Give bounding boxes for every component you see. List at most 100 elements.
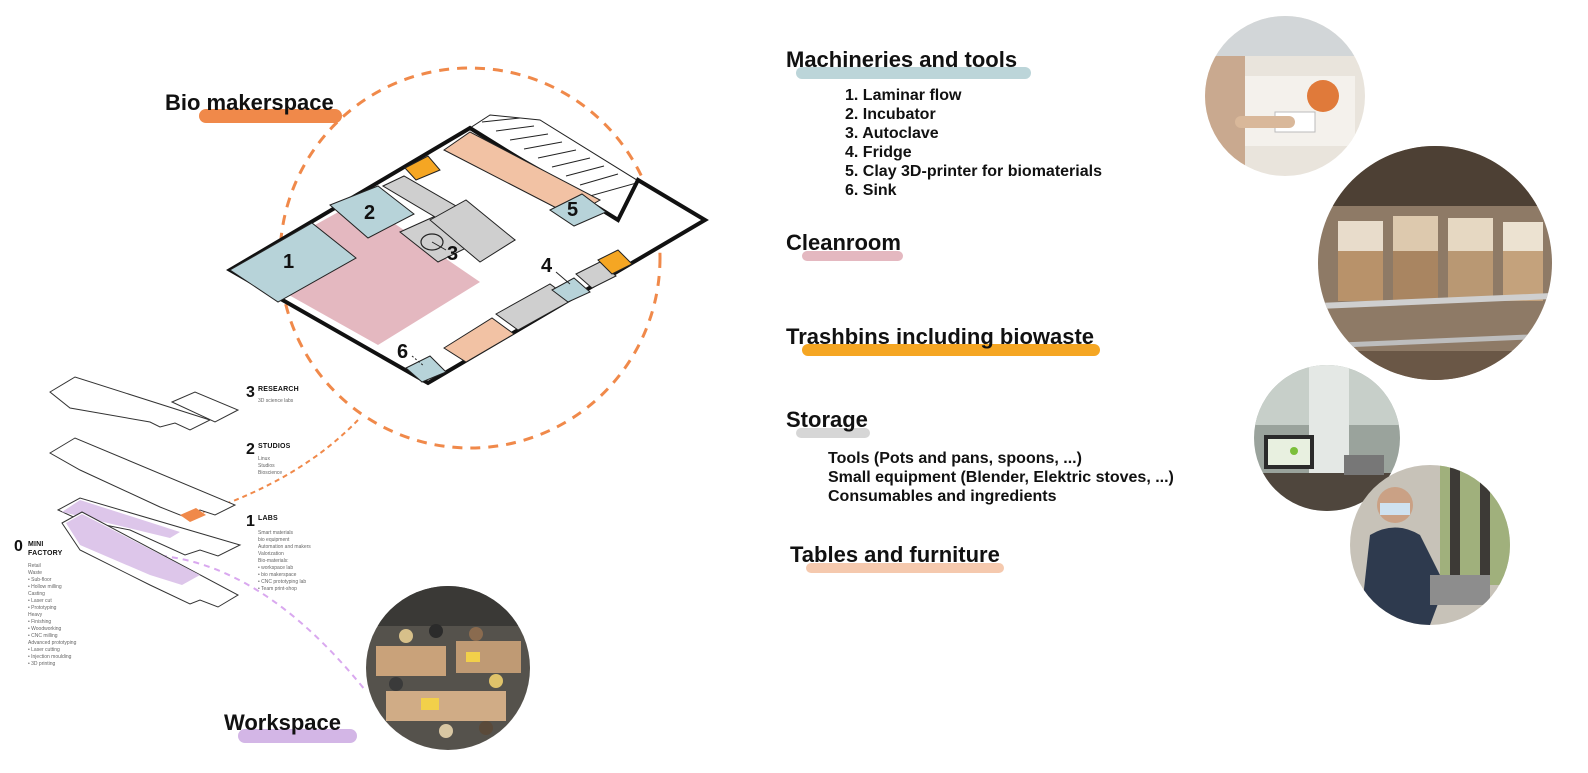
plan-label-2: 2 [364,202,375,224]
heading-storage: Storage [786,407,870,438]
level-note: • Finishing [28,619,52,625]
zone-6-sink [405,355,447,383]
level-note: • Hollow milling [28,584,62,590]
storage-item: Tools (Pots and pans, spoons, ...) [828,450,1082,467]
level-note: Studios [258,463,275,469]
bio-makerspace-title: Bio makerspace [165,90,342,123]
level-note: Linux [258,456,270,462]
level-2-notes: Linux Studios Bioscience [258,456,282,477]
workspace-title-text: Workspace [224,710,341,735]
zone-5-clay-printer [549,193,607,227]
zone-2-incubator [329,185,415,239]
level-1-notes: Smart materials bio equipment Automation… [258,530,311,593]
level-note: Bio-materials: [258,558,289,564]
photo-person-art [1350,465,1510,625]
heading-machineries-text: Machineries and tools [786,47,1018,72]
heading-tables-text: Tables and furniture [790,542,1000,567]
zone-1-laminar-flow [229,222,357,303]
level-1-number: 1 [246,513,255,530]
storage-row-top-2 [429,199,516,263]
level-0-title: MINI FACTORY [28,541,63,557]
heading-tables: Tables and furniture [790,542,1004,573]
zone-4-fridge [551,277,591,303]
pointer-3 [431,241,447,251]
photo-workspace-aerial [366,586,530,750]
floor-plan-level-1-bio [180,508,206,522]
photo-incubator-shelves [1318,146,1552,380]
level-note: bio equipment [258,537,290,543]
photo-laminar-flow-art [1205,16,1365,176]
workspace-title: Workspace [224,710,357,743]
level-note: • Woodworking [28,626,62,632]
level-note: • Team print-shop [258,586,297,592]
cleanroom-zone [280,200,480,345]
machinery-item: 3. Autoclave [845,125,939,142]
trashbin-right [597,249,633,275]
level-note: Heavy [28,612,43,618]
level-note: • Laser cut [28,598,52,604]
heading-machineries: Machineries and tools [786,47,1032,79]
level-2-title: STUDIOS [258,443,291,450]
trashbin-top [404,155,441,181]
photo-laminar-flow [1205,16,1365,176]
level-note: • Laser cutting [28,647,60,653]
autoclave-icon [420,233,444,251]
heading-storage-highlight [796,428,870,438]
level-note: • bio makerspace [258,572,297,578]
level-note: • CNC milling [28,633,58,639]
machinery-item: 2. Incubator [845,106,936,123]
heading-trashbins-text: Trashbins including biowaste [786,324,1095,349]
storage-list: Tools (Pots and pans, spoons, ...) Small… [828,449,1174,506]
level-note: • workspace lab [258,565,294,571]
furniture-top [443,131,602,217]
plan-label-4: 4 [541,255,553,277]
photo-person-working [1350,465,1510,625]
level-note: • Injection moulding [28,654,72,660]
level-2-number: 2 [246,441,255,458]
level-3-title: RESEARCH [258,386,299,393]
plan-label-5: 5 [567,199,578,221]
level-note: Valorization [258,551,284,557]
heading-storage-text: Storage [786,407,868,432]
floor-plan-level-0-workspace [66,514,200,585]
level-note: Casting [28,591,45,597]
level-note: Retail [28,563,41,569]
level-0-number: 0 [14,538,23,555]
heading-tables-highlight [806,563,1004,573]
pointer-4 [555,271,571,285]
machinery-item: 4. Fridge [845,144,912,161]
plan-label-3: 3 [447,243,458,265]
level-note: • CNC prototyping lab [258,579,307,585]
photo-workspace-art [366,586,530,750]
level-note: 3D science labs [258,398,294,404]
machinery-list: 1. Laminar flow 2. Incubator 3. Autoclav… [845,86,1102,200]
plan-label-1: 1 [283,251,294,273]
level-3-notes: 3D science labs [258,398,293,405]
machinery-item: 1. Laminar flow [845,87,962,104]
level-note: Waste [28,570,42,576]
level-0-notes: Retail Waste • Sub-floor • Hollow millin… [28,563,76,668]
furniture-bottom [443,317,515,363]
floor-plan-level-1-workspace [62,500,180,538]
floor-plan-level-3-annex [170,391,240,423]
heading-cleanroom-highlight [802,251,903,261]
connector-line-workspace [149,554,366,691]
level-1-title: LABS [258,515,278,522]
building-stack [49,376,242,608]
connector-line-bio [202,419,359,513]
level-3-number: 3 [246,384,255,401]
machinery-item: 6. Sink [845,182,897,199]
level-note: • 3D printing [28,661,56,667]
pointer-6 [411,355,425,367]
level-note: Smart materials [258,530,294,536]
machinery-item: 5. Clay 3D-printer for biomaterials [845,163,1102,180]
bio-makerspace-plan: 1 2 3 4 5 6 [226,114,709,386]
heading-trashbins: Trashbins including biowaste [786,324,1101,356]
level-note: Bioscience [258,470,283,476]
level-note: • Prototyping [28,605,57,611]
level-note: Advanced prototyping [28,640,77,646]
plan-label-6: 6 [397,341,408,363]
floor-plan-level-3 [49,376,212,431]
